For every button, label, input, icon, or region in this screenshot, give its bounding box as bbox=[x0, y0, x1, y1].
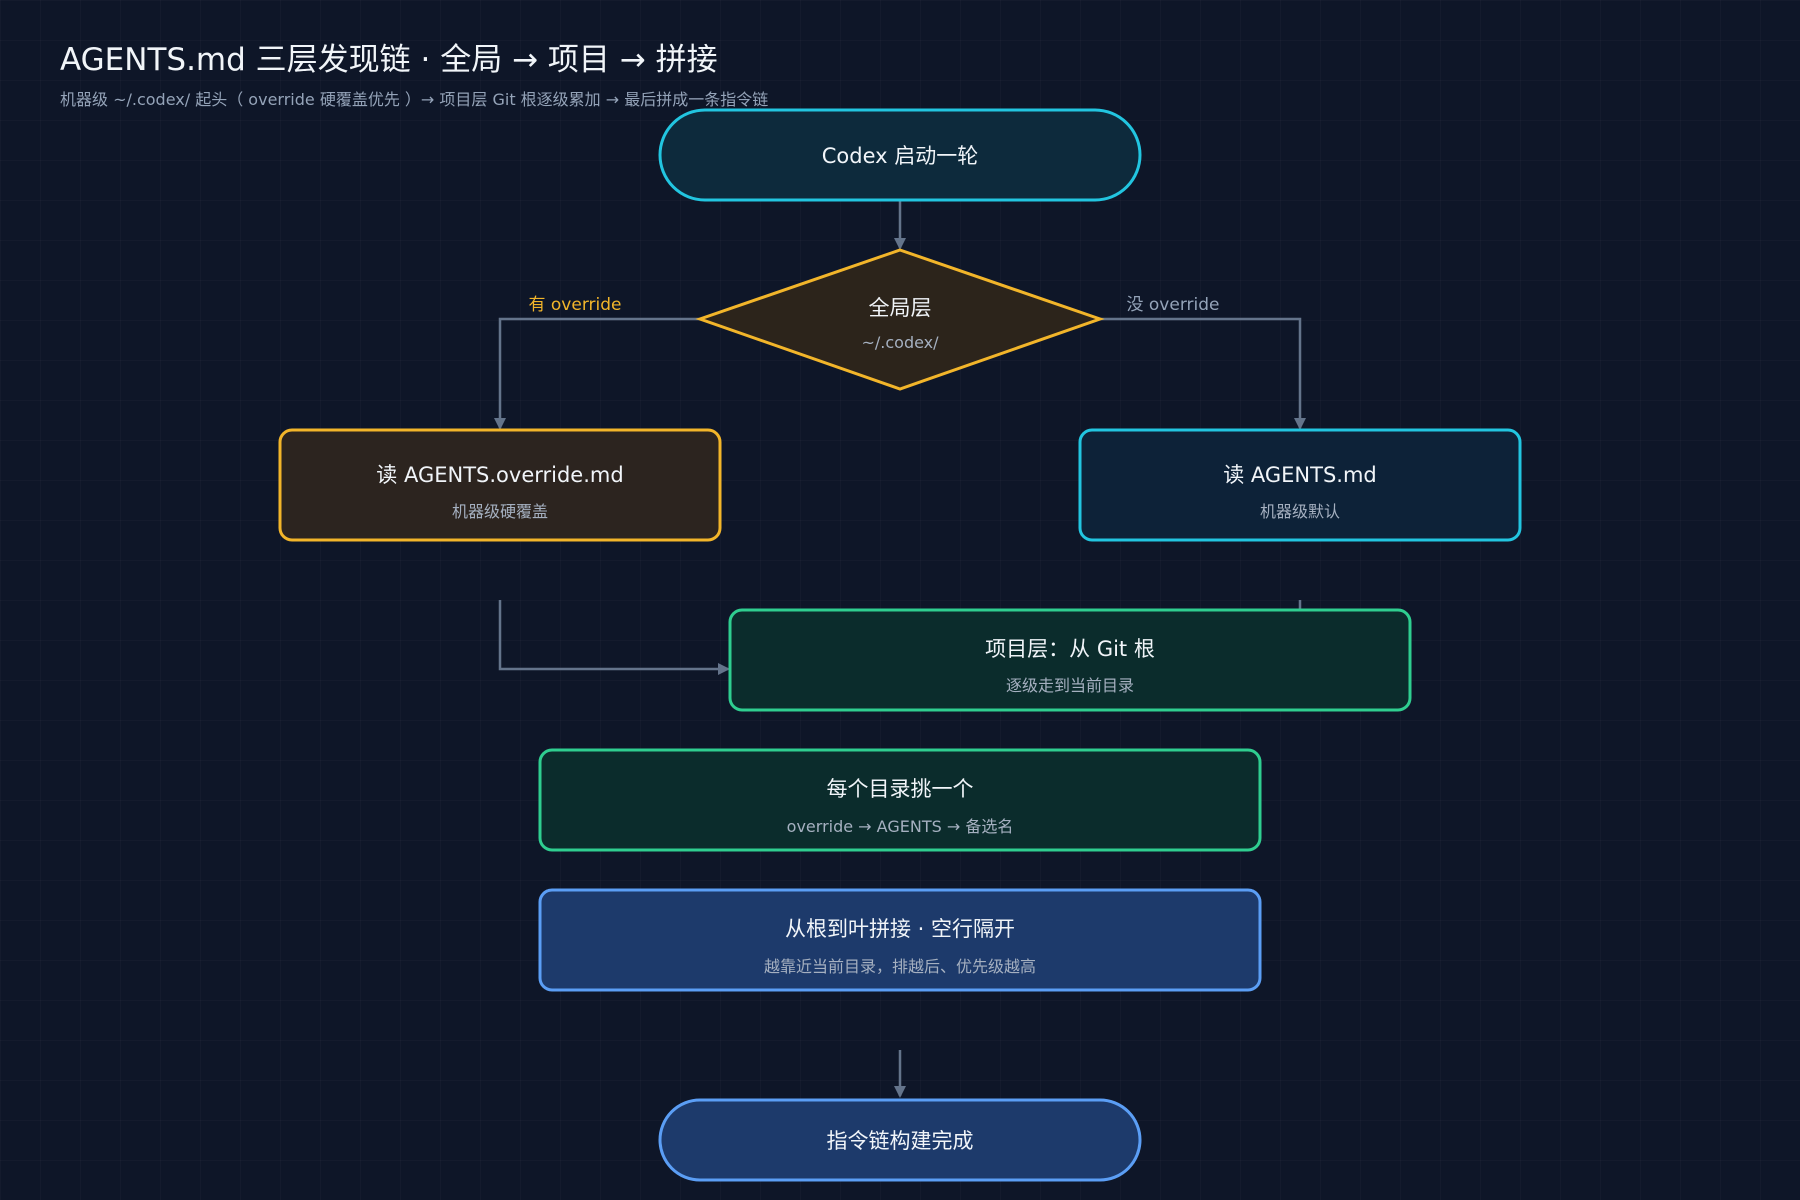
node-global-title: 全局层 bbox=[869, 296, 932, 320]
node-start: Codex 启动一轮 bbox=[658, 108, 1142, 202]
edge-label-has-override: 有 override bbox=[529, 295, 622, 315]
node-default-sub: 机器级默认 bbox=[1260, 502, 1340, 521]
node-done-title: 指令链构建完成 bbox=[827, 1129, 974, 1153]
node-override-sub: 机器级硬覆盖 bbox=[452, 502, 548, 521]
node-default-title: 读 AGENTS.md bbox=[1223, 463, 1377, 487]
node-pick: 每个目录挑一个 override → AGENTS → 备选名 bbox=[538, 748, 1262, 852]
node-override-read: 读 AGENTS.override.md 机器级硬覆盖 bbox=[278, 428, 722, 542]
node-pick-title: 每个目录挑一个 bbox=[827, 777, 974, 801]
node-default-read: 读 AGENTS.md 机器级默认 bbox=[1078, 428, 1522, 542]
node-concat-sub: 越靠近当前目录，排越后、优先级越高 bbox=[764, 957, 1036, 976]
edge-global-to-default bbox=[1100, 317, 1306, 430]
node-pick-sub: override → AGENTS → 备选名 bbox=[787, 817, 1014, 836]
node-project-title: 项目层：从 Git 根 bbox=[985, 637, 1155, 661]
node-start-title: Codex 启动一轮 bbox=[822, 144, 979, 168]
node-override-title: 读 AGENTS.override.md bbox=[376, 463, 623, 487]
edge-label-no-override: 没 override bbox=[1127, 295, 1220, 315]
node-done: 指令链构建完成 bbox=[658, 1098, 1142, 1182]
node-concat: 从根到叶拼接 · 空行隔开 越靠近当前目录，排越后、优先级越高 bbox=[538, 888, 1262, 992]
page-title: AGENTS.md 三层发现链 · 全局 → 项目 → 拼接 bbox=[60, 42, 718, 78]
edge-global-to-override bbox=[494, 317, 700, 430]
page-subtitle: 机器级 ~/.codex/ 起头（ override 硬覆盖优先 ）→ 项目层 … bbox=[60, 90, 769, 109]
node-global-decision: 全局层 ~/.codex/ bbox=[695, 248, 1105, 391]
node-concat-title: 从根到叶拼接 · 空行隔开 bbox=[785, 917, 1015, 941]
node-project: 项目层：从 Git 根 逐级走到当前目录 bbox=[728, 608, 1412, 712]
node-global-sub: ~/.codex/ bbox=[861, 333, 939, 352]
edge-override-to-project bbox=[498, 600, 730, 675]
node-project-sub: 逐级走到当前目录 bbox=[1006, 676, 1134, 695]
